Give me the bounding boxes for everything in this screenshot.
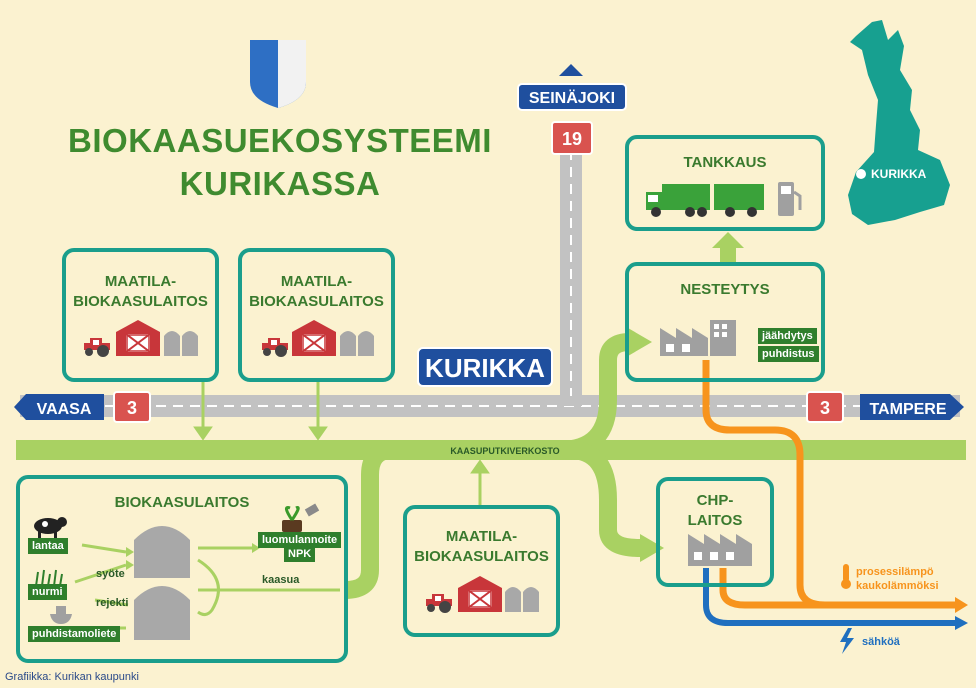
arrow-to-chp [640,534,664,562]
power-arrow [955,616,968,630]
biogas-plant: BIOKAASULAITOS [16,475,348,663]
truck-icon [646,184,764,217]
heat-arrow [955,597,968,613]
vaasa-label: VAASA [37,401,92,418]
electricity-output-label: sähköä [862,636,900,648]
page-title-line2: KURIKASSA [179,165,381,202]
route-3-east-sign [806,391,844,423]
thermometer-icon [841,564,851,589]
chp-plant: CHP- LAITOS [656,477,774,587]
input-manure-tag: lantaa [28,538,68,554]
input-grass-tag: nurmi [28,584,67,600]
chp-title-line2: LAITOS [687,512,743,529]
page-title-line1: BIOKAASUEKOSYSTEEMI [68,122,492,159]
seinajoki-sign [517,83,627,111]
chp-title-line1: CHP- [696,492,734,509]
farm-2-title-line1: MAATILA- [280,273,353,290]
route-3-east-label: 3 [820,398,830,418]
farm-2-title-line2: BIOKAASULAITOS [249,293,384,310]
farm-biogas-plant-3: MAATILA- BIOKAASULAITOS [403,505,560,637]
seinajoki-arrow [559,64,583,76]
pipe-to-biogas [344,441,393,599]
heat-output-label-line2: kaukolämmöksi [856,580,939,592]
gas-pipeline [16,440,966,460]
fertilizer-tag-line1: luomulannoite [258,532,342,548]
feed-label: syöte [96,568,125,580]
route-3-west-sign [113,391,151,423]
farm-biogas-plant-1: MAATILA- BIOKAASULAITOS [62,248,219,382]
digester-icons [134,526,190,640]
pipeline-label: KAASUPUTKIVERKOSTO [450,446,559,456]
farm-3-title-line2: BIOKAASULAITOS [414,548,549,565]
cooling-tag: jäähdytys [758,328,817,344]
fuel-pump-icon [778,182,802,216]
tampere-label: TAMPERE [869,401,946,418]
farm-1-title-line1: MAATILA- [104,273,177,290]
route-19-sign [551,121,593,155]
route-3-west-label: 3 [127,398,137,418]
kurikka-sign [417,347,553,387]
farm-biogas-plant-2: MAATILA- BIOKAASULAITOS [238,248,395,382]
kurikka-map-label: KURIKKA [871,167,927,181]
heat-line-liquefaction [702,360,955,609]
heat-output-label-line1: prosessilämpö [856,566,934,578]
toilet-icon [50,606,72,624]
plant-sprout-icon [282,503,320,532]
arrow-to-refueling [712,232,744,262]
heat-line-chp [719,568,830,609]
chp-factory-icon [688,534,752,566]
finland-map: KURIKKA [848,20,950,225]
graphics-credit: Grafiikka: Kurikan kaupunki [5,671,139,683]
farm-3-title-line1: MAATILA- [445,528,518,545]
arrow-to-liquefaction [628,328,652,356]
pipe-to-chp [569,441,641,557]
refueling-station: TANKKAUS [625,135,825,231]
purification-tag: puhdistus [758,346,819,362]
route-19-label: 19 [562,129,582,149]
kurikka-map-dot [856,169,866,179]
cow-icon [34,517,67,538]
kurikka-sign-label: KURIKKA [425,353,545,383]
liquefaction-title: NESTEYTYS [680,281,770,298]
input-sludge-tag: puhdistamoliete [28,626,121,642]
refueling-title: TANKKAUS [683,154,767,171]
gas-output-label: kaasua [262,574,300,586]
biogas-plant-title: BIOKAASULAITOS [114,494,250,511]
tampere-sign [860,394,964,420]
vaasa-sign [14,394,104,420]
coat-of-arms-logo [250,40,306,108]
farm-1-title-line2: BIOKAASULAITOS [73,293,208,310]
seinajoki-label: SEINÄJOKI [529,89,615,107]
lightning-icon [840,628,854,654]
fertilizer-tag-line2: NPK [284,546,316,562]
power-line-chp [703,568,955,626]
reject-label: rejekti [96,597,129,609]
horizontal-road [20,395,960,417]
liquefaction-plant: NESTEYTYS [625,262,825,382]
